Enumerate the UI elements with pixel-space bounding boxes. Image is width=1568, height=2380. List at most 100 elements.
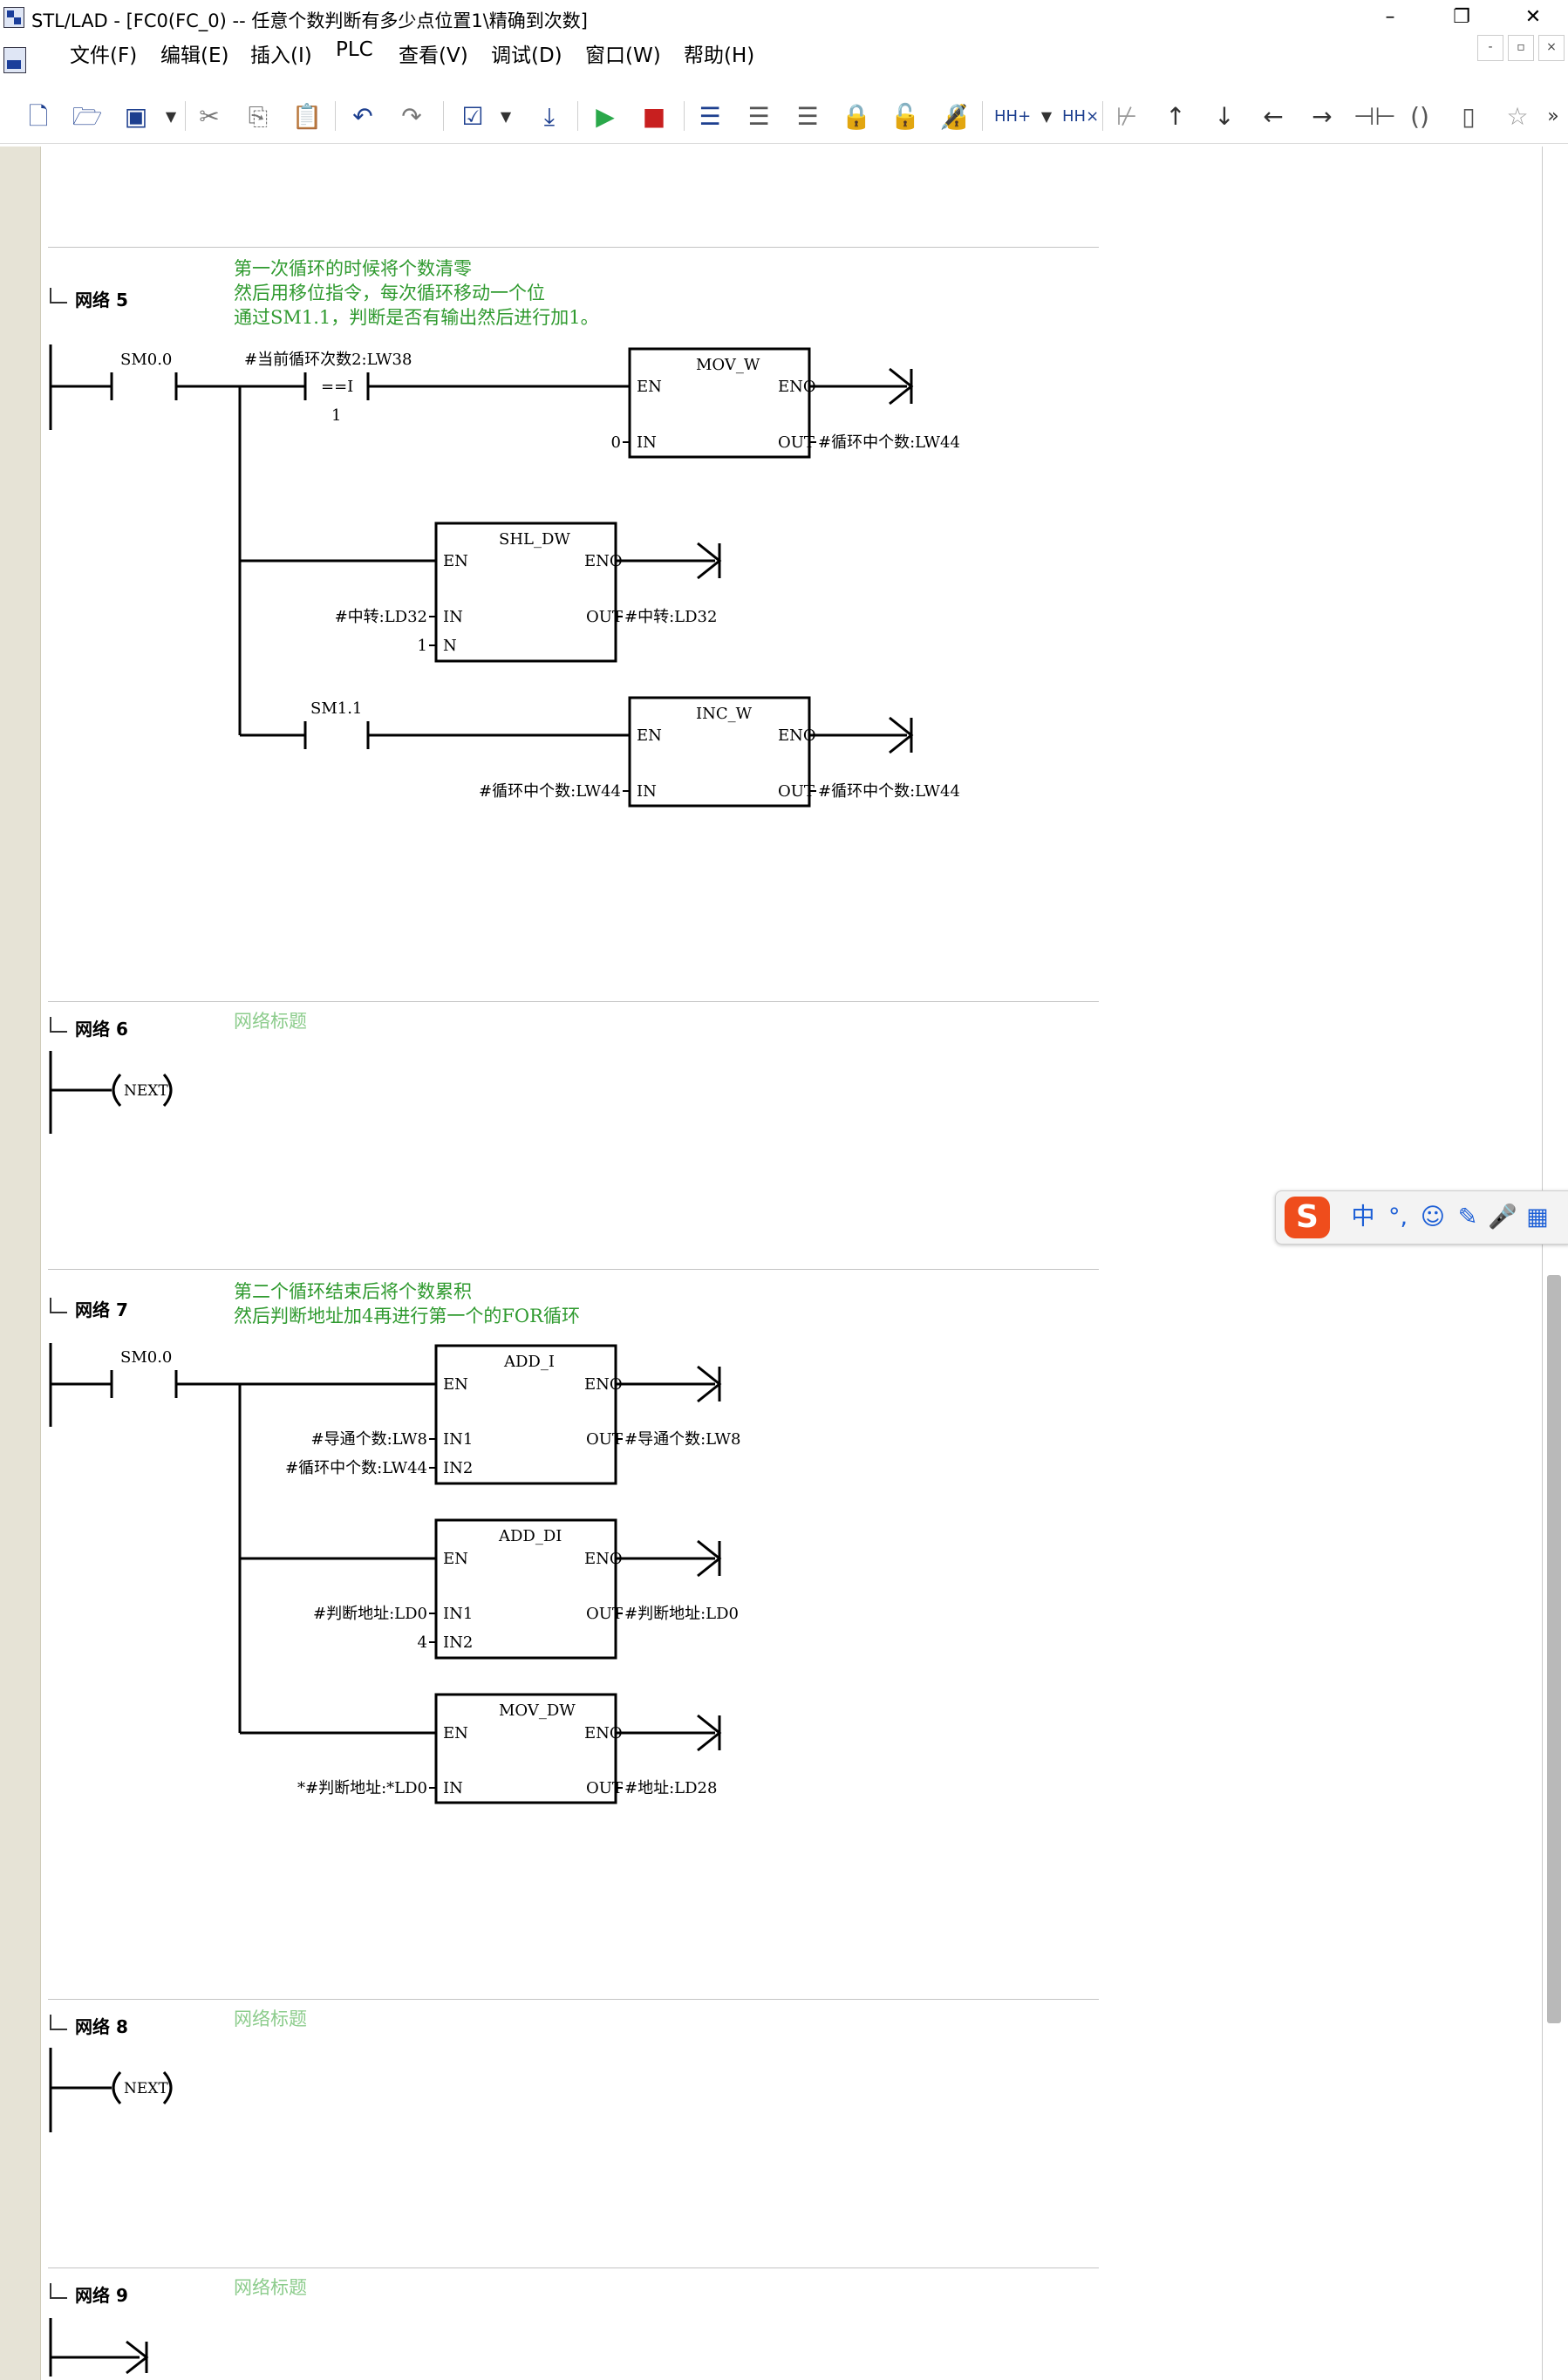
right-wire-icon[interactable]: →	[1312, 102, 1333, 131]
add-i-out-operand[interactable]: #导通个数:LW8	[624, 1430, 741, 1449]
check-icon[interactable]: ☑	[461, 102, 484, 131]
restore-button[interactable]: ❐	[1453, 6, 1470, 28]
add-di-in1-operand[interactable]: #判断地址:LD0	[313, 1605, 427, 1623]
negate-icon[interactable]: ⊬	[1115, 102, 1138, 131]
menu-plc[interactable]: PLC	[336, 38, 373, 61]
inc-w-in-operand[interactable]: #循环中个数:LW44	[479, 782, 621, 801]
contact-sm1-1-label[interactable]: SM1.1	[310, 699, 362, 718]
download-icon[interactable]: ⤓	[543, 102, 556, 131]
add-di-box-title[interactable]: ADD_DI	[498, 1527, 562, 1545]
up-wire-icon[interactable]: ↑	[1165, 102, 1186, 131]
mov-dw-eno-label: ENO	[584, 1724, 623, 1742]
network-9-title[interactable]: 网络标题	[234, 2277, 307, 2298]
network-5-comment-line-2[interactable]: 然后用移位指令，每次循环移动一个位	[234, 283, 545, 303]
network-delete-icon[interactable]: ☰	[796, 102, 819, 131]
inc-w-out-label: OUT	[778, 782, 815, 801]
network-7-comment-line-2[interactable]: 然后判断地址加4再进行第一个的FOR循环	[234, 1306, 580, 1326]
menu-insert[interactable]: 插入(I)	[250, 44, 312, 67]
box-icon[interactable]: ▯	[1462, 102, 1476, 131]
sogou-logo-icon[interactable]: S	[1285, 1197, 1330, 1238]
save-icon[interactable]: ▣	[124, 102, 148, 131]
redo-icon[interactable]: ↷	[401, 102, 422, 131]
add-i-box-title[interactable]: ADD_I	[503, 1353, 555, 1371]
network-7-comment-line-1[interactable]: 第二个循环结束后将个数累积	[234, 1281, 472, 1302]
network-5-comment-line-3[interactable]: 通过SM1.1，判断是否有输出然后进行加1。	[234, 307, 599, 328]
menu-window[interactable]: 窗口(W)	[585, 44, 661, 67]
coil-icon[interactable]: ()	[1410, 102, 1429, 131]
mdi-close-button[interactable]: ×	[1538, 35, 1565, 61]
network-5-comment-line-1[interactable]: 第一次循环的时候将个数清零	[234, 258, 472, 279]
compare-value-label[interactable]: 1	[331, 406, 341, 425]
add-di-in2-operand[interactable]: 4	[418, 1633, 427, 1652]
mov-w-out-operand[interactable]: #循环中个数:LW44	[818, 433, 960, 452]
shl-dw-box-title[interactable]: SHL_DW	[499, 530, 570, 549]
contact-sm0-0-label[interactable]: SM0.0	[120, 351, 172, 369]
ladder-editor[interactable]	[41, 147, 1541, 2380]
menu-edit[interactable]: 编辑(E)	[160, 44, 229, 67]
undo-icon[interactable]: ↶	[352, 102, 373, 131]
protect-icon[interactable]: 🔏	[938, 102, 970, 131]
stop-icon[interactable]: ■	[642, 102, 666, 131]
contact-sm0-0-label[interactable]: SM0.0	[120, 1348, 172, 1367]
ime-voice-icon[interactable]: 🎤	[1488, 1204, 1517, 1231]
ime-chinese-mode-icon[interactable]: 中	[1351, 1204, 1375, 1231]
mov-w-box-title[interactable]: MOV_W	[696, 356, 760, 374]
contact-delete-icon[interactable]: HH×	[1062, 107, 1100, 126]
scrollbar-thumb[interactable]	[1547, 1275, 1561, 2023]
add-di-out-operand[interactable]: #判断地址:LD0	[624, 1605, 739, 1623]
mdi-minimize-button[interactable]: -	[1477, 35, 1503, 61]
menu-debug[interactable]: 调试(D)	[491, 44, 562, 67]
cut-icon[interactable]: ✂	[199, 102, 220, 131]
new-file-icon[interactable]: 🗋	[28, 102, 49, 131]
dropdown-icon[interactable]: ▼	[500, 108, 512, 125]
network-insert-icon[interactable]: ☰	[699, 102, 721, 131]
more-icon[interactable]: »	[1547, 106, 1559, 127]
run-icon[interactable]: ▶	[596, 102, 615, 131]
ime-handwriting-icon[interactable]: ✎	[1457, 1204, 1478, 1231]
add-i-in1-operand[interactable]: #导通个数:LW8	[311, 1430, 428, 1449]
close-button[interactable]: ✕	[1524, 6, 1542, 28]
paste-icon[interactable]: 📋	[291, 102, 323, 131]
network-6-collapse-toggle[interactable]	[50, 1017, 67, 1033]
network-9-collapse-toggle[interactable]	[50, 2283, 67, 2299]
network-6-title[interactable]: 网络标题	[234, 1011, 307, 1032]
menu-file[interactable]: 文件(F)	[70, 44, 138, 67]
menu-view[interactable]: 查看(V)	[399, 44, 468, 67]
dropdown-icon[interactable]: ▼	[165, 108, 177, 125]
menu-help[interactable]: 帮助(H)	[684, 44, 755, 67]
dropdown-icon[interactable]: ▼	[1040, 108, 1053, 125]
lock-icon[interactable]: 🔒	[841, 102, 872, 131]
contact-insert-icon[interactable]: HH+	[994, 107, 1032, 126]
ime-punctuation-icon[interactable]: °,	[1387, 1204, 1408, 1231]
mov-w-in-operand[interactable]: 0	[611, 433, 621, 452]
copy-icon[interactable]: ⎘	[248, 102, 269, 131]
inc-w-out-operand[interactable]: #循环中个数:LW44	[818, 782, 960, 801]
network-7-collapse-toggle[interactable]	[50, 1298, 67, 1313]
shl-dw-n-operand[interactable]: 1	[418, 637, 427, 655]
network-8-collapse-toggle[interactable]	[50, 2015, 67, 2030]
compare-operand-label[interactable]: #当前循环次数2:LW38	[244, 351, 412, 369]
minimize-button[interactable]: –	[1385, 6, 1395, 28]
ime-emoji-icon[interactable]: ☺	[1420, 1204, 1446, 1231]
left-wire-icon[interactable]: ←	[1263, 102, 1284, 131]
inc-w-box-title[interactable]: INC_W	[696, 705, 753, 723]
mov-dw-box-title[interactable]: MOV_DW	[499, 1701, 576, 1720]
mdi-restore-button[interactable]: ▫	[1508, 35, 1534, 61]
favorite-icon[interactable]: ☆	[1506, 102, 1529, 131]
network-append-icon[interactable]: ☰	[747, 102, 770, 131]
network-5-collapse-toggle[interactable]	[50, 288, 67, 303]
unlock-icon[interactable]: 🔓	[890, 102, 921, 131]
next-coil-label[interactable]: NEXT	[124, 1082, 168, 1100]
shl-dw-in-operand[interactable]: #中转:LD32	[335, 608, 427, 626]
add-i-in2-operand[interactable]: #循环中个数:LW44	[285, 1459, 427, 1477]
mov-dw-in-operand[interactable]: *#判断地址:*LD0	[297, 1779, 427, 1797]
ime-toolbar[interactable]: S 中 °, ☺ ✎ 🎤 ▦	[1275, 1190, 1568, 1245]
ime-toolbox-icon[interactable]: ▦	[1526, 1204, 1549, 1231]
down-wire-icon[interactable]: ↓	[1214, 102, 1235, 131]
network-8-title[interactable]: 网络标题	[234, 2008, 307, 2029]
document-icon[interactable]	[3, 47, 26, 73]
mov-dw-out-operand[interactable]: #地址:LD28	[624, 1779, 717, 1797]
next-coil-label[interactable]: NEXT	[124, 2080, 168, 2097]
open-folder-icon[interactable]: 🗁	[72, 102, 103, 131]
shl-dw-out-operand[interactable]: #中转:LD32	[624, 608, 717, 626]
